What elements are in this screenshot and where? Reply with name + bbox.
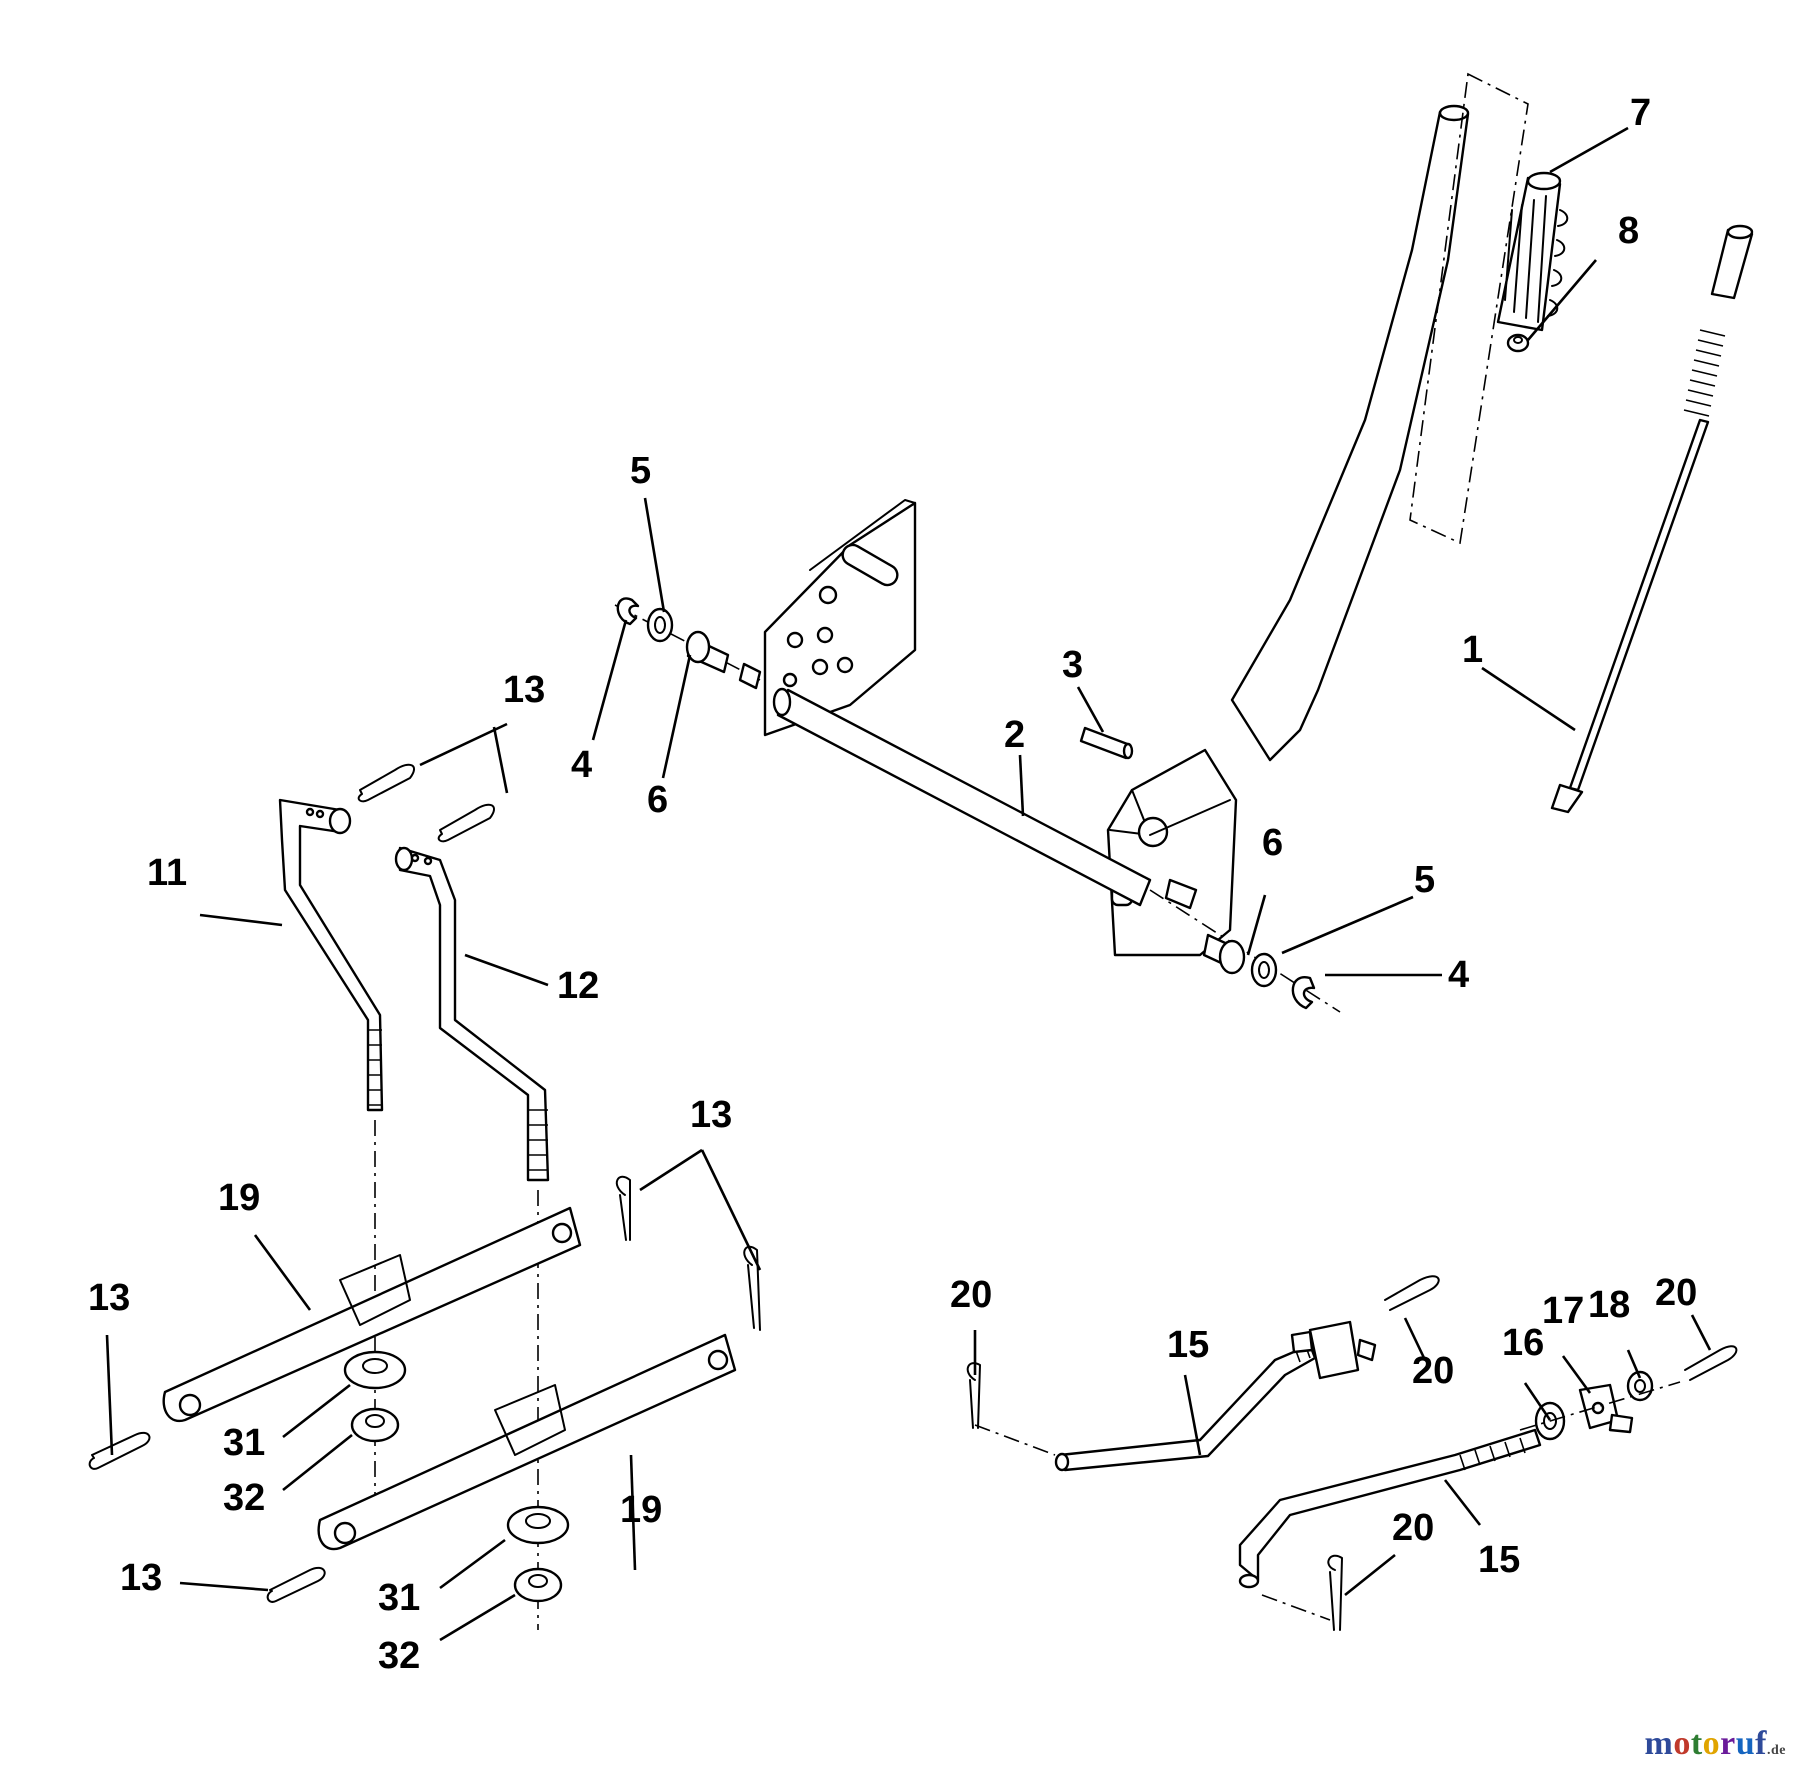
grip-position-outline [1409,72,1529,545]
drag-link-upper [974,1320,1377,1472]
callout-13-bottom: 13 [120,1557,162,1599]
callout-12: 12 [557,965,599,1007]
callout-16: 16 [1502,1322,1544,1364]
right-shaft-hardware [1149,878,1341,1013]
lift-cable [1550,224,1754,814]
callout-1: 1 [1462,629,1483,671]
handle-grip [1496,171,1569,332]
callout-13-top: 13 [503,669,545,711]
lift-link-11 [278,798,384,1112]
swivel-block [1578,1383,1634,1434]
callout-13-left: 13 [88,1277,130,1319]
callout-15-lower: 15 [1478,1539,1520,1581]
nut-lower [513,1567,563,1603]
callout-4-right: 4 [1448,954,1469,996]
callout-15-upper: 15 [1167,1324,1209,1366]
callout-20-left: 20 [950,1274,992,1316]
hairpin-clips-13 [88,763,761,1603]
nut-upper [350,1407,400,1443]
roll-pin [1079,726,1134,760]
lift-arm-upper [162,1206,582,1423]
callout-18: 18 [1588,1284,1630,1326]
callout-6-right: 6 [1262,822,1283,864]
cross-shaft [772,687,1152,907]
callout-19-lower: 19 [620,1489,662,1531]
hairpin-clips-20 [966,1275,1738,1631]
callout-20-upper: 20 [1412,1350,1454,1392]
callout-20-right: 20 [1655,1272,1697,1314]
callout-6-left: 6 [647,779,668,821]
callout-4-left: 4 [571,744,592,786]
callout-8: 8 [1618,210,1639,252]
leader-lines [105,126,1712,1642]
callout-5-right: 5 [1414,859,1435,901]
callout-19-upper: 19 [218,1177,260,1219]
callout-numbers: 1 2 3 4 4 5 5 6 6 7 8 11 12 13 13 13 13 … [88,92,1697,1677]
callout-11: 11 [147,852,187,894]
mounting-plate [763,499,917,737]
callout-17: 17 [1542,1290,1584,1332]
callout-20-lower: 20 [1392,1507,1434,1549]
lift-arm-lower [317,1333,737,1551]
callout-31-upper: 31 [223,1422,265,1464]
drag-link-lower [1238,1428,1542,1621]
callout-32-upper: 32 [223,1477,265,1519]
watermark-logo: motoruf.de [1644,1725,1786,1762]
callout-2: 2 [1004,714,1025,756]
left-shaft-hardware [614,597,762,690]
spacer-lower [506,1505,570,1545]
callout-5-left: 5 [630,450,651,492]
spacer-upper [343,1350,407,1390]
callout-13-mid: 13 [690,1094,732,1136]
callout-32-lower: 32 [378,1635,420,1677]
callout-7: 7 [1630,92,1651,134]
lift-lever [1106,104,1470,957]
callout-3: 3 [1062,644,1083,686]
grip-nut [1506,333,1530,353]
lift-link-12 [394,846,550,1182]
callout-31-lower: 31 [378,1577,420,1619]
